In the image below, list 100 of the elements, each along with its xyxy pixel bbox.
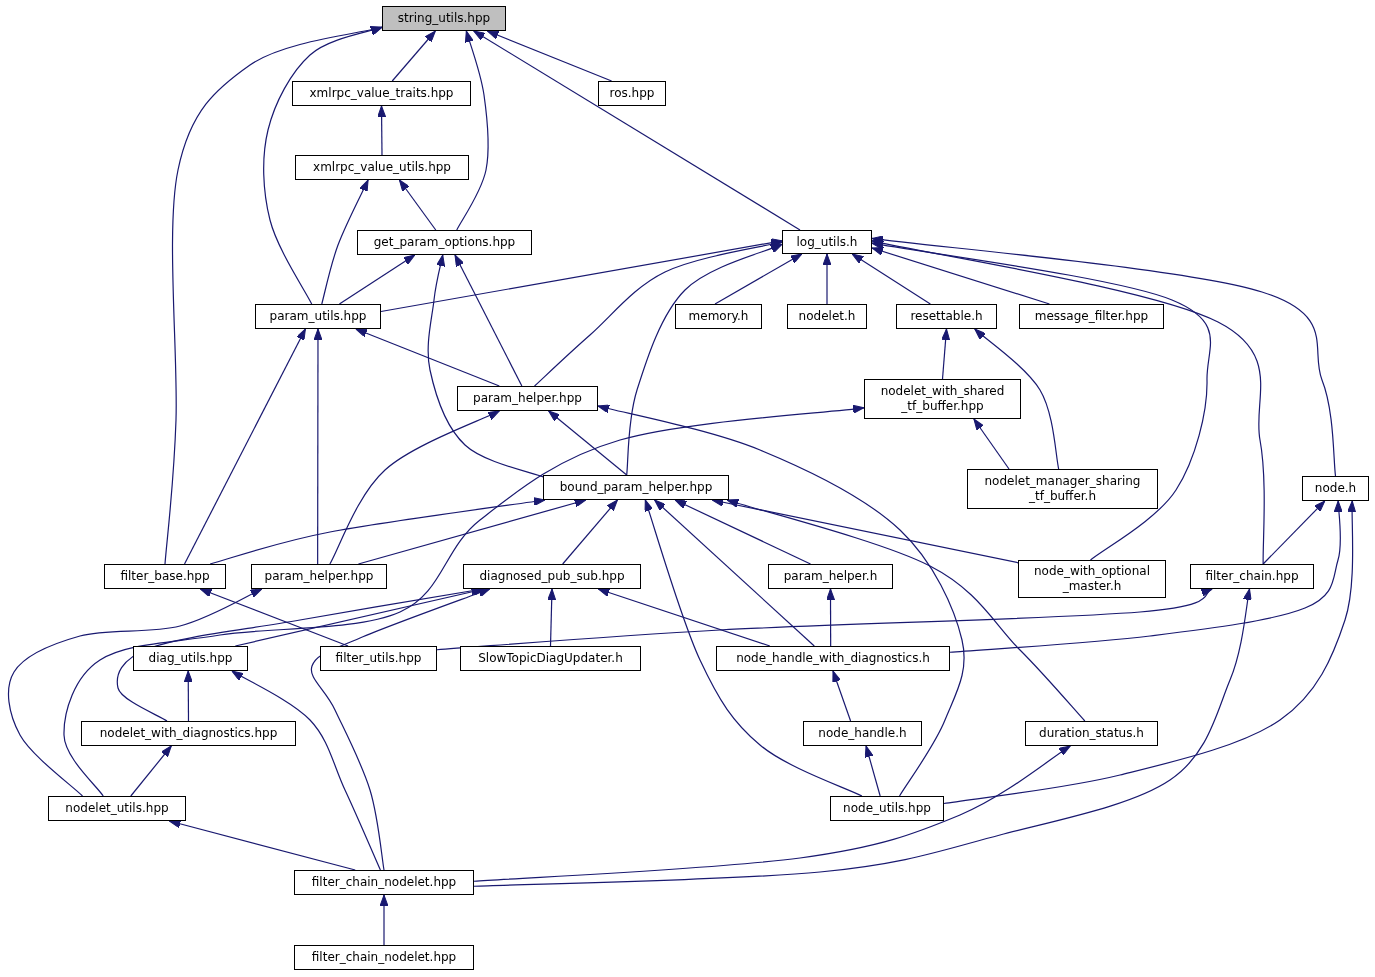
file-node	[292, 81, 471, 106]
file-node	[320, 646, 437, 671]
file-name: log_utils.h	[796, 234, 858, 250]
include-arrow	[380, 238, 783, 313]
include-arrow	[436, 588, 1213, 651]
include-arrow	[597, 404, 965, 797]
file-name: duration_status.h	[1039, 726, 1144, 741]
file-node	[598, 81, 666, 106]
file-name: get_param_options.hpp	[373, 235, 516, 250]
file-node	[768, 564, 893, 589]
include-arrow	[473, 588, 1252, 887]
file-name: node_handle.h	[818, 726, 907, 741]
file-name: param_helper.hpp	[264, 569, 374, 584]
file-name: filter_chain_nodelet.hpp	[311, 875, 457, 890]
include-arrow	[1262, 500, 1326, 565]
include-arrow	[199, 588, 349, 647]
include-arrow	[654, 499, 815, 647]
file-node	[251, 564, 387, 589]
file-name: param_utils.hpp	[269, 309, 367, 324]
file-node	[382, 6, 506, 31]
file-name: node_utils.hpp	[843, 801, 931, 816]
file-node	[716, 646, 950, 671]
file-name: xmlrpc_value_utils.hpp	[313, 160, 451, 175]
file-name: resettable.h	[910, 309, 983, 324]
file-node	[463, 564, 641, 589]
file-name: diag_utils.hpp	[148, 651, 233, 666]
file-name: node.h	[1314, 481, 1357, 496]
file-name: SlowTopicDiagUpdater.h	[478, 651, 623, 666]
file-node	[864, 379, 1021, 419]
include-arrow	[626, 243, 783, 476]
include-arrow	[832, 670, 852, 722]
file-node	[782, 230, 872, 254]
include-arrow	[329, 410, 500, 565]
include-arrow	[183, 670, 193, 722]
include-arrow	[63, 404, 865, 797]
include-arrow	[714, 253, 803, 305]
file-name: string_utils.hpp	[397, 11, 491, 26]
file-node	[803, 721, 922, 746]
include-arrow	[851, 253, 931, 305]
file-node	[457, 386, 598, 411]
file-name: filter_chain.hpp	[1205, 569, 1299, 584]
include-arrow	[871, 235, 1337, 477]
include-arrow	[949, 500, 1344, 653]
file-node	[1302, 476, 1369, 501]
include-arrow	[391, 30, 436, 82]
file-node	[675, 304, 762, 329]
file-name: param_helper.hpp	[473, 391, 582, 406]
file-node	[294, 945, 474, 970]
file-name: nodelet.h	[798, 309, 856, 324]
include-arrow	[974, 328, 1060, 470]
file-name: filter_base.hpp	[120, 569, 210, 584]
file-name: nodelet_with_shared _tf_buffer.hpp	[879, 384, 1006, 414]
include-arrow	[864, 745, 881, 797]
include-arrow	[209, 497, 546, 565]
include-arrow	[548, 410, 628, 476]
file-name: ros.hpp	[609, 86, 655, 101]
file-name: xmlrpc_value_traits.hpp	[309, 86, 454, 101]
include-arrow	[973, 418, 1010, 470]
file-name: nodelet_utils.hpp	[65, 801, 169, 816]
include-arrow	[310, 588, 491, 871]
include-arrow	[355, 328, 500, 387]
file-node	[787, 304, 867, 329]
include-arrow	[597, 588, 771, 647]
file-node	[967, 469, 1158, 509]
file-node	[1190, 564, 1314, 589]
include-arrow	[7, 588, 263, 797]
file-name: filter_chain_nodelet.hpp	[311, 950, 457, 965]
file-node	[48, 796, 186, 821]
include-arrow	[562, 499, 618, 565]
file-node	[896, 304, 997, 329]
include-arrow	[941, 328, 951, 380]
include-arrow	[486, 30, 613, 82]
include-arrow	[871, 238, 1265, 565]
include-arrow	[456, 30, 489, 231]
file-node	[1018, 560, 1166, 598]
file-name: filter_utils.hpp	[335, 651, 422, 666]
include-arrow	[674, 499, 812, 565]
file-name: memory.h	[688, 309, 749, 324]
file-name: node_handle_with_diagnostics.h	[736, 651, 930, 666]
file-node	[830, 796, 944, 821]
file-name: param_helper.h	[783, 569, 878, 584]
file-node	[81, 721, 296, 746]
include-arrow	[313, 328, 323, 565]
file-node	[1019, 304, 1164, 329]
include-arrow	[871, 240, 1212, 561]
file-node	[104, 564, 226, 589]
file-node	[294, 870, 474, 895]
file-node	[357, 230, 532, 255]
file-name: bound_param_helper.hpp	[559, 480, 713, 495]
file-name: nodelet_manager_sharing _tf_buffer.h	[983, 474, 1142, 504]
include-arrow	[473, 30, 801, 231]
include-arrow	[826, 588, 836, 647]
file-name: diagnosed_pub_sub.hpp	[479, 569, 625, 584]
file-name: nodelet_with_diagnostics.hpp	[99, 726, 278, 741]
include-arrow	[398, 179, 437, 231]
include-arrow	[183, 328, 306, 565]
include-arrow	[338, 254, 416, 305]
include-arrow	[533, 240, 783, 387]
include-arrow	[547, 588, 557, 647]
include-arrow	[943, 500, 1357, 805]
